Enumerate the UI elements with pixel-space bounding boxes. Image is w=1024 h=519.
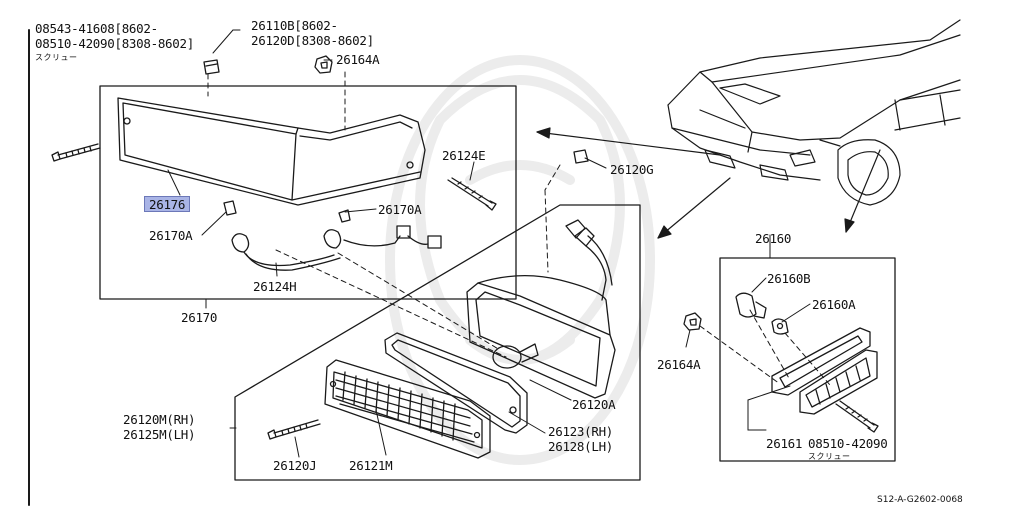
label-screw-lower: スクリュー bbox=[808, 452, 851, 461]
screw-26124e-shape bbox=[447, 177, 497, 211]
diagram-reference-code: S12-A-G2602-0068 bbox=[877, 495, 963, 505]
watermark-emblem bbox=[385, 55, 655, 465]
nut-26164a-right-shape bbox=[683, 312, 702, 331]
frame-side-lamp-group bbox=[719, 257, 896, 462]
label-26120g: 26120G bbox=[610, 162, 654, 177]
label-26124e: 26124E bbox=[442, 148, 486, 163]
screw-26120j-shape bbox=[267, 419, 321, 440]
frame-front-lamp-group bbox=[234, 204, 641, 481]
label-26128: 26128(LH) bbox=[548, 439, 614, 454]
lamp-lens-shape bbox=[324, 359, 517, 459]
label-26164a-top: 26164A bbox=[336, 52, 380, 67]
label-26120a: 26120A bbox=[572, 397, 616, 412]
label-26160: 26160 bbox=[755, 231, 792, 246]
label-08510-42090-lower: 08510-42090 bbox=[808, 436, 888, 451]
label-26176-highlighted: 26176 bbox=[144, 196, 191, 212]
label-screw-upper: スクリュー bbox=[35, 53, 78, 62]
side-lamp-lens-shape bbox=[799, 349, 878, 415]
nut-26164a-top-shape bbox=[314, 55, 333, 74]
side-marker-harness-shape bbox=[223, 200, 442, 271]
label-08543-41608: 08543-41608[8602- bbox=[35, 21, 158, 36]
label-26160a: 26160A bbox=[812, 297, 856, 312]
clip-26110b-shape bbox=[203, 59, 220, 75]
label-26170a-left: 26170A bbox=[149, 228, 193, 243]
bulb-26160b-shape bbox=[735, 292, 767, 319]
dashed-guides bbox=[207, 71, 831, 386]
clip-26120g-shape bbox=[573, 149, 589, 164]
label-26120j: 26120J bbox=[273, 458, 317, 473]
label-26161: 26161 bbox=[766, 436, 803, 451]
label-26160b: 26160B bbox=[767, 271, 811, 286]
socket-26160a-shape bbox=[771, 318, 789, 335]
label-26170a-right: 26170A bbox=[378, 202, 422, 217]
label-26124h: 26124H bbox=[253, 279, 297, 294]
lamp-gasket-shape bbox=[384, 332, 528, 434]
label-26120d: 26120D[8308-8602] bbox=[251, 33, 374, 48]
label-26110b: 26110B[8602- bbox=[251, 18, 338, 33]
label-26125m: 26125M(LH) bbox=[123, 427, 196, 442]
label-26170: 26170 bbox=[181, 310, 218, 325]
car-outline-shape bbox=[667, 19, 961, 206]
label-26123: 26123(RH) bbox=[548, 424, 614, 439]
label-26164a-right: 26164A bbox=[657, 357, 701, 372]
label-26120m: 26120M(RH) bbox=[123, 412, 196, 427]
side-lamp-housing-shape bbox=[771, 327, 871, 396]
label-08510-42090-upper: 08510-42090[8308-8602] bbox=[35, 36, 194, 51]
frame-side-marker-group bbox=[99, 85, 517, 300]
screw-08510-shape bbox=[835, 400, 879, 433]
leader-lines bbox=[167, 29, 811, 458]
screw-left-shape bbox=[51, 143, 101, 162]
side-marker-lens-shape bbox=[117, 97, 426, 206]
pointer-arrows bbox=[536, 127, 881, 239]
lamp-housing-shape bbox=[466, 219, 616, 399]
label-26121m: 26121M bbox=[349, 458, 393, 473]
